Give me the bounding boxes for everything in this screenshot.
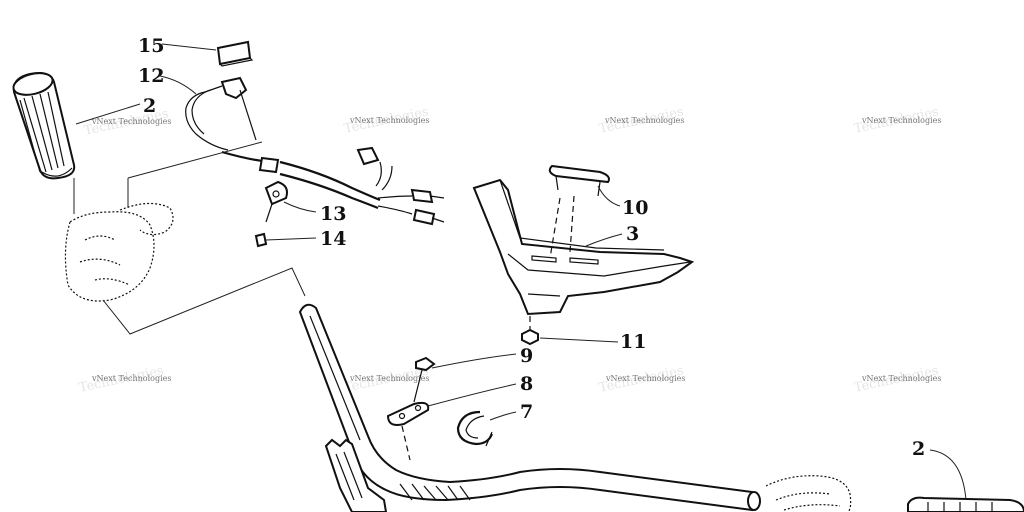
watermark-text: vNext Technologies: [349, 374, 429, 383]
watermark-text: vNext Technologies: [91, 374, 171, 383]
watermark-text: vNext Technologies: [91, 117, 171, 126]
leader-line-12: [159, 75, 197, 95]
ring-clamp-part: [456, 410, 494, 447]
callout-2: 2: [912, 438, 925, 460]
watermark-text: vNext Technologies: [604, 116, 684, 125]
handlebar-pad-part: [548, 164, 610, 197]
callout-15: 15: [138, 35, 164, 57]
explode-line: [102, 267, 306, 335]
nut-part: [521, 316, 539, 346]
grip-left-part: [12, 72, 76, 180]
callout-12: 12: [138, 65, 164, 87]
control-housing-right: [765, 475, 852, 512]
switch-part: [185, 76, 257, 151]
wiring-harness: [221, 146, 445, 226]
leader-line-14: [265, 237, 317, 241]
callout-8: 8: [520, 373, 533, 395]
screw-part: [254, 232, 268, 248]
leader-line-13: [283, 201, 317, 213]
watermark-text: vNext Technologies: [349, 116, 429, 125]
bolt-part: [413, 356, 436, 403]
watermark-text: vNext Technologies: [861, 374, 941, 383]
pad-part: [216, 40, 254, 67]
leader-line-3: [585, 233, 623, 247]
callout-14: 14: [320, 228, 346, 250]
cover-bracket-part: [472, 178, 695, 316]
handlebar-part: [298, 303, 761, 512]
clip-part: [264, 180, 288, 223]
leader-line-9: [431, 353, 517, 369]
callout-2: 2: [143, 95, 156, 117]
callout-9: 9: [520, 345, 533, 367]
watermark-text: vNext Technologies: [861, 116, 941, 125]
clamp-plate-part: [386, 401, 430, 461]
leader-line-10: [597, 185, 621, 207]
leader-line-2a: [75, 103, 141, 125]
control-housing-left: [64, 202, 174, 302]
callout-10: 10: [622, 197, 648, 219]
callout-7: 7: [520, 401, 533, 423]
leader-line-2b: [929, 449, 967, 501]
callout-3: 3: [626, 223, 639, 245]
mount-bracket-left: [324, 438, 388, 512]
leader-line-7: [489, 411, 517, 421]
leader-line-11: [539, 337, 619, 343]
leader-line-8: [427, 383, 517, 407]
leader-line-15: [161, 43, 217, 51]
watermark-text: vNext Technologies: [605, 374, 685, 383]
callout-11: 11: [620, 331, 646, 353]
explode-line: [127, 141, 263, 179]
callout-13: 13: [320, 203, 346, 225]
